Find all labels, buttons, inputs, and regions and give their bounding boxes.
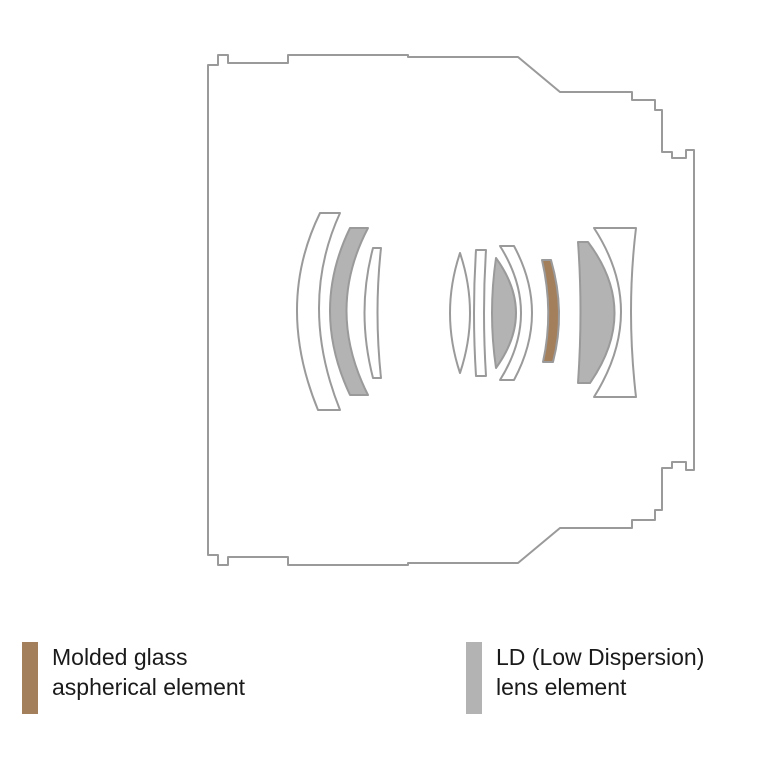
ld-lens-element-front <box>329 227 369 396</box>
front-meniscus-lens <box>296 212 341 411</box>
biconvex-lens <box>449 252 471 374</box>
ld-lens-element-rear <box>577 241 616 384</box>
legend-ld-line2: lens element <box>496 674 627 700</box>
legend-aspherical-label: Molded glass aspherical element <box>52 642 245 702</box>
thin-plate-lens <box>473 249 487 377</box>
rear-concave-lens <box>593 227 637 398</box>
legend-aspherical: Molded glass aspherical element <box>22 642 245 714</box>
legend-ld: LD (Low Dispersion) lens element <box>466 642 704 714</box>
legend-ld-line1: LD (Low Dispersion) <box>496 644 705 670</box>
thin-meniscus-lens <box>363 247 382 379</box>
lens-construction-diagram <box>207 54 695 566</box>
lens-barrel-outline <box>207 54 695 566</box>
molded-aspherical-element <box>541 259 561 363</box>
ld-lens-element-middle <box>491 257 517 369</box>
aspherical-swatch <box>22 642 38 714</box>
ld-swatch <box>466 642 482 714</box>
legend-ld-label: LD (Low Dispersion) lens element <box>496 642 704 702</box>
legend-aspherical-line2: aspherical element <box>52 674 246 700</box>
cemented-meniscus-lens <box>499 245 533 381</box>
legend-aspherical-line1: Molded glass <box>52 644 188 670</box>
